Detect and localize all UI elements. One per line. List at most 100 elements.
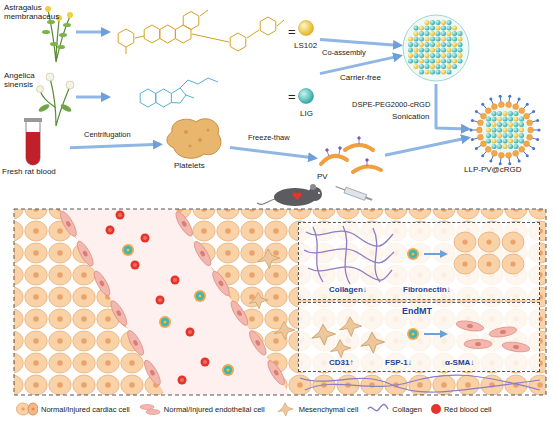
nanoparticle-art [478, 120, 484, 126]
nanoparticle-art [497, 128, 502, 133]
platelet-pellet-art [167, 119, 221, 158]
nanoparticle-art [436, 37, 441, 42]
blood-tube-art [26, 120, 40, 165]
nanoparticle-art [499, 162, 502, 165]
nanoparticle-art [425, 31, 430, 36]
nanoparticle-art [503, 117, 508, 122]
collagen-fibres [305, 375, 540, 390]
inset-panel-art [454, 254, 476, 274]
plant-icon-art [42, 30, 50, 34]
nanoparticle-art [430, 42, 435, 47]
nanoparticle-art [452, 37, 457, 42]
platelet-pellet: Platelets [160, 112, 230, 174]
nanoparticle-art [477, 127, 483, 133]
plant-icon-art [50, 42, 58, 46]
nanoparticle-art [436, 64, 441, 69]
nanoparticle-art [441, 70, 446, 75]
nanoparticle-art [503, 133, 508, 138]
nanoparticle-art [408, 48, 413, 53]
mouse-illustration [318, 192, 320, 194]
nanoparticle-art [447, 70, 452, 75]
nanoparticle-art [425, 20, 430, 25]
nanoparticle-art [497, 144, 502, 149]
nanoparticle-art [514, 139, 519, 144]
nanoparticle-art [481, 141, 487, 147]
nanoparticle-art [475, 147, 478, 150]
nanoparticle-art [527, 120, 533, 126]
nanoparticle-art [430, 26, 435, 31]
nanoparticle-art [414, 48, 419, 53]
nanoparticle-art [458, 42, 463, 47]
nanoparticle-art [441, 42, 446, 47]
nanoparticle-art [447, 59, 452, 64]
nanoparticle-art [414, 53, 419, 58]
node-text: LIG [300, 110, 325, 119]
node-text: Angelica sinensis [4, 72, 54, 90]
nanoparticle-art [514, 111, 519, 116]
nanoparticle-art [519, 128, 524, 133]
nanoparticle-art [492, 117, 497, 122]
nanoparticle-art [492, 144, 497, 149]
plant-icon-art [59, 33, 67, 37]
legend-text: Normal/Injured cardiac cell [41, 405, 130, 414]
nanoparticle-art [430, 48, 435, 53]
inset-panel-art [407, 328, 419, 340]
inset-panel-art [361, 332, 385, 353]
mesenchymal-cells [249, 292, 268, 309]
inset-panel-art [440, 330, 448, 338]
compound-structure-art [144, 25, 160, 43]
nanoparticle-art [471, 138, 474, 141]
nanoparticle-art [430, 64, 435, 69]
legend-text: Red blood cell [444, 405, 492, 414]
nanoparticle-art [425, 37, 430, 42]
inset-panel-art [313, 227, 323, 282]
nanoparticle-art [519, 146, 525, 152]
legend: Normal/Injured cardiac cellNormal/Injure… [16, 402, 491, 416]
compound-structure-art [160, 25, 176, 43]
nanoparticle-art [491, 104, 497, 110]
nanoparticle-art [408, 37, 413, 42]
nanoparticle-art [532, 110, 535, 113]
platelet-pellet-art [207, 129, 210, 132]
nanoparticle-art [447, 37, 452, 42]
endothelial-cells [108, 299, 130, 328]
nanoparticle-art [503, 122, 508, 127]
nanoparticle-art [486, 122, 491, 127]
mouse-illustration [310, 184, 316, 190]
nanoparticles [122, 244, 134, 256]
legend-sample [21, 407, 25, 411]
nanoparticle-art [486, 139, 491, 144]
red-blood-cells [106, 226, 115, 235]
legend-item: Collagen [367, 402, 422, 416]
red-blood-cells [186, 328, 195, 337]
nanoparticle-art [532, 147, 535, 150]
legend-item: Red blood cell [431, 404, 492, 414]
red-blood-cells [178, 376, 187, 385]
legend-text: Collagen [392, 405, 422, 414]
nanoparticle-art [485, 108, 491, 114]
node-text: PV [317, 173, 337, 182]
legend-sample [140, 405, 154, 410]
nanoparticle-art [447, 42, 452, 47]
compound-structure-art [192, 34, 229, 42]
nanoparticle-art [436, 20, 441, 25]
vesicle-fragments-art [339, 147, 342, 150]
compound-structure-art [200, 10, 208, 16]
nanoparticle-art [514, 117, 519, 122]
endothelial-cells [265, 358, 287, 387]
nanoparticle-art [470, 129, 473, 132]
plant-icon-art [46, 73, 54, 81]
nanoparticle-art [481, 154, 484, 157]
vesicle-fragments: PV [315, 140, 385, 185]
nanoparticle-art [475, 110, 478, 113]
inset-panel-art [312, 324, 336, 345]
nanoparticle-art [497, 139, 502, 144]
nanoparticle-art [447, 53, 452, 58]
process-arrow [320, 56, 400, 74]
platelet-pellet-art [184, 130, 188, 134]
inset-panel-art [462, 239, 467, 244]
nanoparticle-art [471, 119, 474, 122]
legend-sample [274, 402, 296, 416]
nanoparticle-art [414, 37, 419, 42]
nanoparticles [194, 290, 206, 302]
